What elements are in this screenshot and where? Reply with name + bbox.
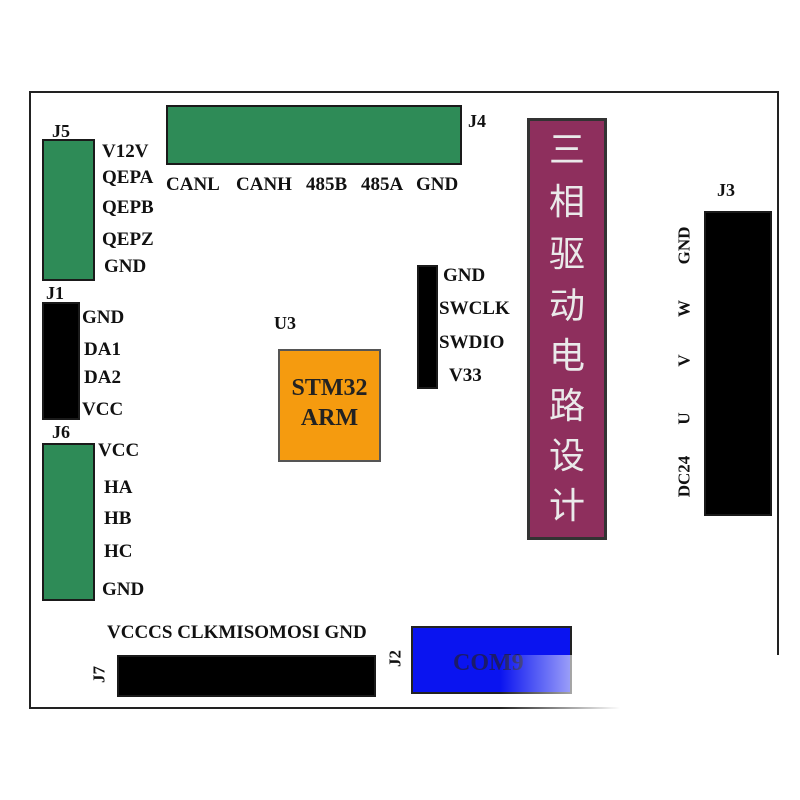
j4-connector	[166, 105, 462, 165]
swd-pin-label: V33	[449, 365, 482, 386]
j3-connector	[704, 211, 772, 516]
mcu-line2: ARM	[300, 405, 359, 431]
title-block: 三 相 驱 动 电 路 设 计	[527, 118, 607, 540]
title-char: 电	[548, 336, 585, 377]
j5-connector	[42, 139, 95, 281]
swd-pin-label: SWCLK	[439, 298, 510, 319]
j5-pin-label: GND	[104, 256, 147, 277]
title-char: 计	[548, 486, 585, 527]
swd-connector	[417, 265, 438, 389]
pcb-board-outline	[29, 91, 779, 709]
j4-pin-label: GND	[416, 174, 459, 195]
j4-pin-label: 485A	[361, 174, 404, 195]
mcu-line1: STM32	[291, 375, 368, 401]
title-char: 相	[548, 182, 585, 223]
j4-pin-label: CANL	[166, 174, 220, 195]
j6-pin-label: HA	[104, 477, 133, 498]
title-char: 动	[548, 286, 585, 327]
corner-fade	[500, 655, 800, 715]
j4-pin-label: CANH	[236, 174, 292, 195]
j6-connector	[42, 443, 95, 601]
j6-ref: J6	[52, 422, 70, 442]
j3-pin-label: GND	[674, 226, 694, 265]
j1-pin-label: DA2	[84, 367, 121, 388]
j3-pin-label: DC24	[674, 455, 694, 498]
j6-pin-label: VCC	[98, 440, 140, 461]
j5-pin-label: V12V	[102, 141, 149, 162]
j1-pin-label: VCC	[82, 399, 124, 420]
j7-pin-labels: VCCCS CLKMISOMOSI GND	[107, 622, 367, 643]
j4-pin-label: 485B	[306, 174, 348, 195]
swd-pin-label: SWDIO	[439, 332, 505, 353]
j4-ref: J4	[468, 111, 486, 131]
u3-ref: U3	[274, 313, 296, 333]
j5-pin-label: QEPZ	[102, 229, 154, 250]
j6-pin-label: HC	[104, 541, 133, 562]
j5-ref: J5	[52, 121, 70, 141]
j1-pin-label: GND	[82, 307, 125, 328]
j7-ref: J7	[89, 666, 109, 683]
j2-ref: J2	[385, 650, 405, 667]
j5-pin-label: QEPA	[102, 167, 154, 188]
j1-connector	[42, 302, 80, 420]
j3-pin-label: W	[674, 300, 694, 317]
j5-pin-label: QEPB	[102, 197, 154, 218]
j3-pin-label: V	[674, 354, 694, 367]
stm32-mcu: STM32 ARM	[278, 349, 381, 462]
j3-ref: J3	[717, 180, 735, 200]
j1-ref: J1	[46, 283, 64, 303]
title-char: 设	[548, 436, 585, 477]
j7-connector	[117, 655, 376, 697]
swd-pin-label: GND	[443, 265, 486, 286]
j1-pin-label: DA1	[84, 339, 121, 360]
title-char: 三	[548, 130, 585, 171]
j6-pin-label: GND	[102, 579, 145, 600]
title-char: 路	[548, 386, 585, 427]
j6-pin-label: HB	[104, 508, 132, 529]
title-char: 驱	[548, 234, 585, 275]
j3-pin-label: U	[674, 412, 694, 425]
